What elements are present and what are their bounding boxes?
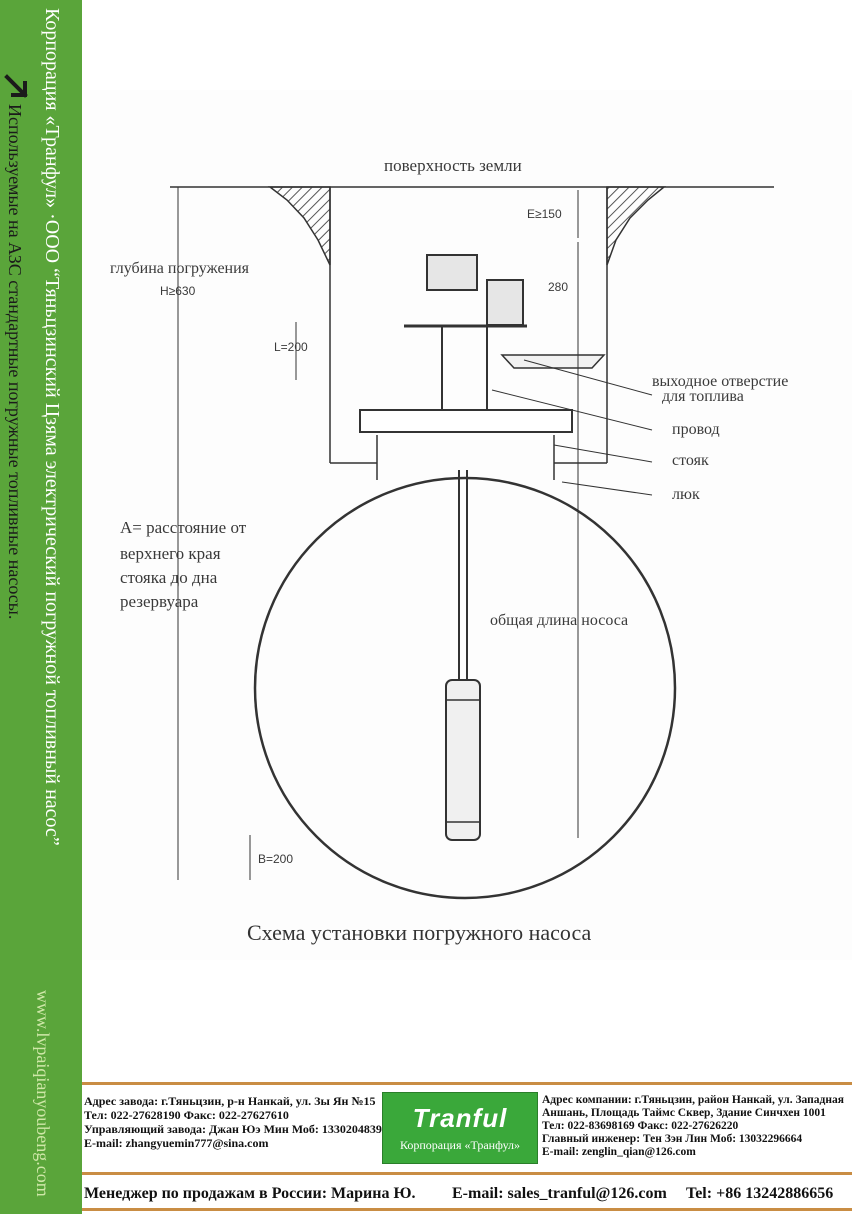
riser-label: стояк [672, 452, 709, 469]
company-phone: Тел: 022-83698169 Факс: 022-27626220 [542, 1120, 739, 1132]
dimension-280: 280 [548, 280, 569, 294]
pump-schematic [170, 186, 774, 900]
outlet-label-line1: выходное отверстие [652, 373, 789, 390]
tranful-logo: Tranful Корпорация «Транфул» [382, 1092, 538, 1164]
a-label-line1: А= расстояние от [120, 518, 247, 537]
company-email: E-mail: zenglin_qian@126.com [542, 1146, 696, 1158]
factory-contacts: Адрес завода: г.Тяньцзин, р-н Нанкай, ул… [84, 1094, 388, 1150]
factory-phone: Тел: 022-27628190 Факс: 022-27627610 [84, 1108, 289, 1122]
side-subtitle: Используемые на АЗС стандартные погружны… [5, 104, 25, 620]
b-dimension: B=200 [258, 852, 294, 866]
arrow-icon [4, 74, 28, 98]
side-company-title: Корпорация «Транфул» ·ООО “Тяньцзинский … [41, 8, 63, 846]
sales-contact-bar: Менеджер по продажам в России: Марина Ю.… [82, 1180, 852, 1208]
a-label-line4: резервуара [120, 592, 199, 611]
depth-value: H≥630 [160, 284, 196, 298]
company-contacts: Адрес компании: г.Тяньцзин, район Нанкай… [542, 1094, 844, 1159]
side-url: www.lvpaiqianyoubeng.com [33, 990, 53, 1197]
side-banner: Корпорация «Транфул» ·ООО “Тяньцзинский … [0, 0, 82, 1214]
footer-divider-bottom [82, 1208, 852, 1211]
logo-name: Tranful [412, 1103, 508, 1133]
factory-address: Адрес завода: г.Тяньцзин, р-н Нанкай, ул… [84, 1094, 376, 1108]
installation-diagram: поверхность земли E≥150 глубина погружен… [82, 90, 852, 960]
sales-email: E-mail: sales_tranful@126.com [452, 1185, 667, 1202]
a-label-line3: стояка до дна [120, 568, 218, 587]
sales-manager: Менеджер по продажам в России: Марина Ю. [84, 1185, 416, 1202]
footer-divider-top [82, 1082, 852, 1085]
diagram-caption: Схема установки погружного насоса [247, 920, 592, 945]
company-address-2: Аншань, Площадь Таймс Сквер, Здание Синч… [542, 1107, 826, 1119]
chief-engineer: Главный инженер: Тен Зэн Лин Моб: 130322… [542, 1133, 803, 1145]
depth-label: глубина погружения [110, 260, 250, 277]
footer-divider-middle [82, 1172, 852, 1175]
company-address-1: Адрес компании: г.Тяньцзин, район Нанкай… [542, 1094, 844, 1106]
pump-length-label: общая длина нососа [490, 612, 629, 629]
e-dimension: E≥150 [527, 207, 562, 221]
l-dimension: L=200 [274, 340, 308, 354]
outlet-label-line2: для топлива [662, 388, 744, 405]
logo-subtitle: Корпорация «Транфул» [399, 1138, 521, 1152]
factory-email: E-mail: zhangyuemin777@sina.com [84, 1136, 269, 1150]
a-label-line2: верхнего края [120, 544, 221, 563]
hatch-label: люк [672, 486, 700, 503]
sales-phone: Tel: +86 13242886656 [686, 1185, 834, 1202]
wire-label: провод [672, 421, 720, 438]
ground-label: поверхность земли [384, 156, 522, 175]
factory-manager: Управляющий завода: Джан Юэ Мин Моб: 133… [84, 1122, 388, 1136]
